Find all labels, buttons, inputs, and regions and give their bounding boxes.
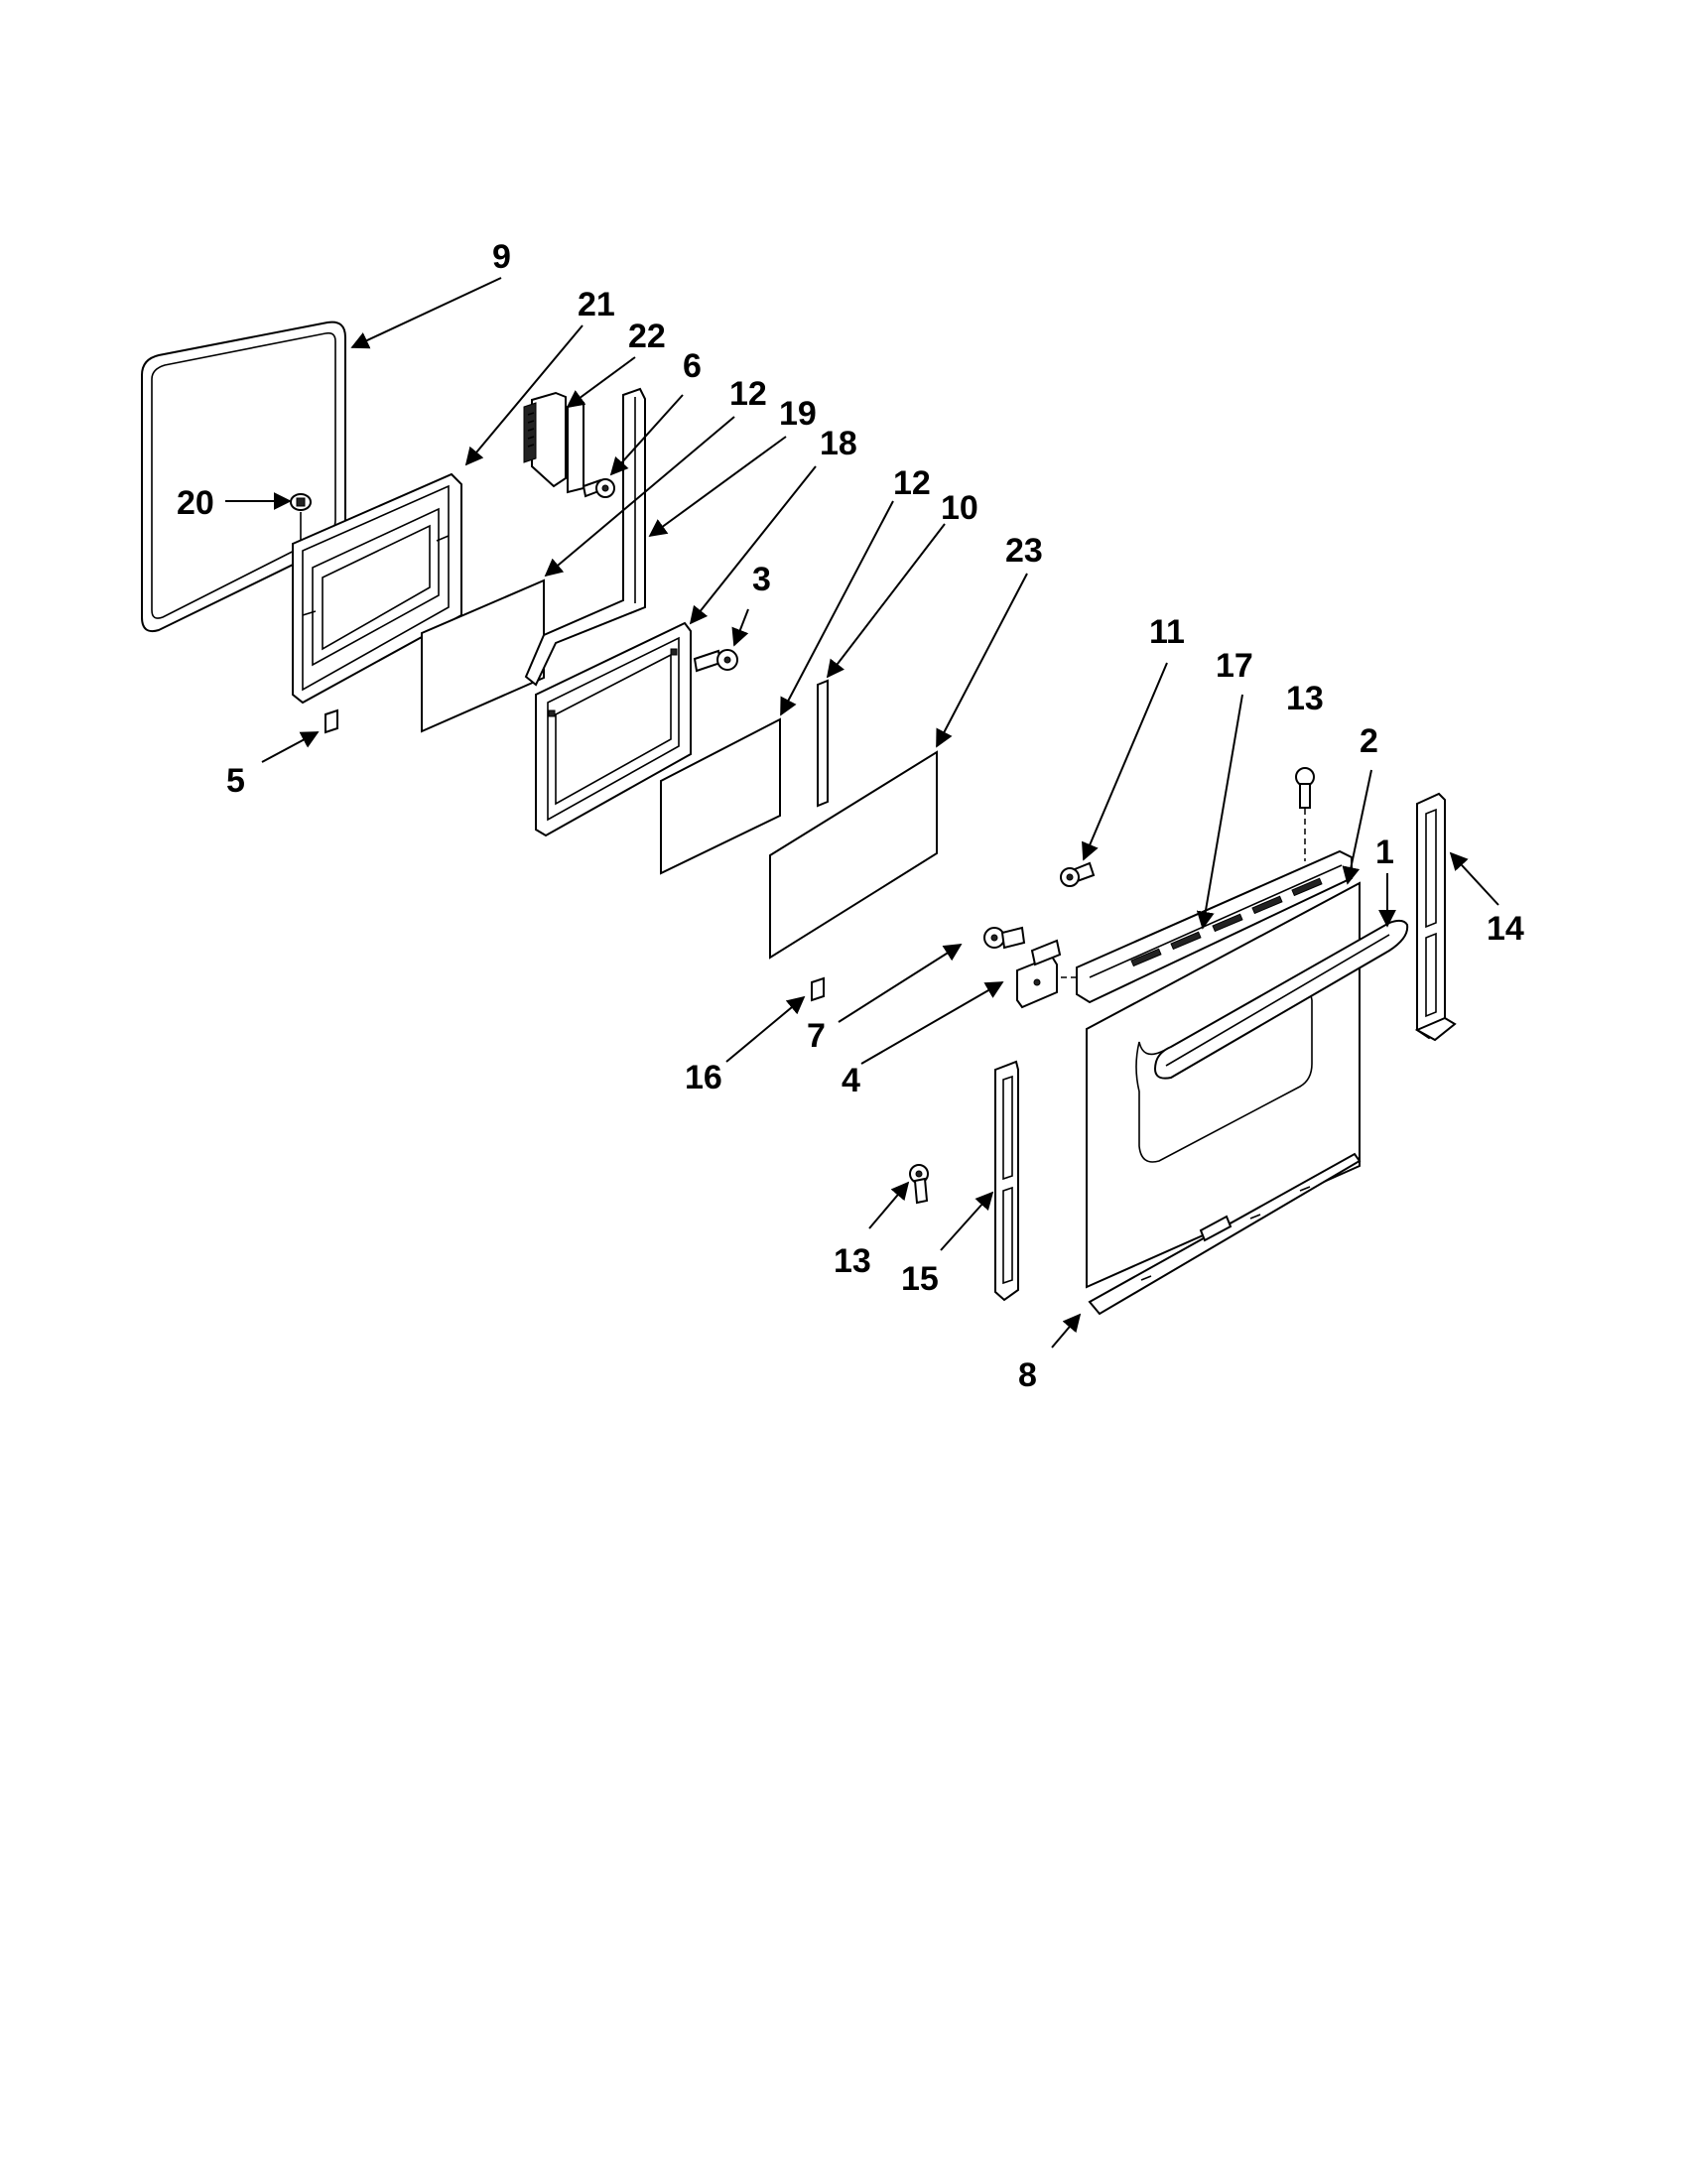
callout-4: 4 (842, 1062, 860, 1099)
part-10-spacer-strip (817, 679, 829, 808)
callout-3: 3 (752, 561, 771, 598)
callout-21: 21 (578, 286, 615, 323)
part-15-side-trim-left (994, 1060, 1019, 1302)
part-13-screw-lower (909, 1164, 929, 1205)
part-7-screw (983, 926, 1026, 950)
callout-16: 16 (685, 1059, 722, 1096)
part-22-hinge-receptacle (523, 391, 584, 494)
part-6-screw (582, 478, 615, 498)
part-16-clip (811, 976, 825, 1002)
part-11-screw (1060, 861, 1096, 887)
part-23-outer-glass (769, 750, 938, 960)
callout-5: 5 (226, 762, 245, 800)
part-3-screw (693, 649, 738, 673)
callout-15: 15 (901, 1260, 939, 1298)
callout-19: 19 (779, 395, 817, 433)
callout-18: 18 (820, 425, 857, 462)
callout-20: 20 (177, 484, 214, 522)
callout-13b: 13 (834, 1242, 871, 1280)
callout-2: 2 (1360, 722, 1378, 760)
callout-8: 8 (1018, 1356, 1037, 1394)
callout-9: 9 (492, 238, 511, 276)
part-18-glass-frame (535, 621, 692, 837)
part-14-side-trim-right (1414, 792, 1457, 1042)
callout-10: 10 (941, 489, 978, 527)
callout-14: 14 (1487, 910, 1524, 948)
callout-12b: 12 (893, 464, 931, 502)
part-12-glass-upper (421, 578, 545, 733)
callout-22: 22 (628, 318, 666, 355)
part-8-bottom-trim (1088, 1152, 1362, 1316)
callout-labels: 9 21 22 6 12 19 18 20 5 3 12 10 23 11 17… (177, 238, 1524, 1394)
leader-lines (225, 277, 1499, 1349)
callout-12: 12 (729, 375, 767, 413)
part-1-door-handle (1154, 919, 1409, 1080)
callout-6: 6 (683, 347, 702, 385)
callout-11: 11 (1149, 613, 1185, 651)
callout-17: 17 (1216, 647, 1253, 685)
part-12-glass-lower (660, 717, 781, 875)
part-5-clip (325, 708, 338, 734)
callout-7: 7 (807, 1017, 826, 1055)
callout-23: 23 (1005, 532, 1043, 570)
callout-13: 13 (1286, 680, 1324, 717)
part-4-hinge-bracket (1016, 939, 1062, 1009)
part-13-screw-upper (1295, 767, 1315, 861)
callout-1: 1 (1375, 834, 1394, 871)
